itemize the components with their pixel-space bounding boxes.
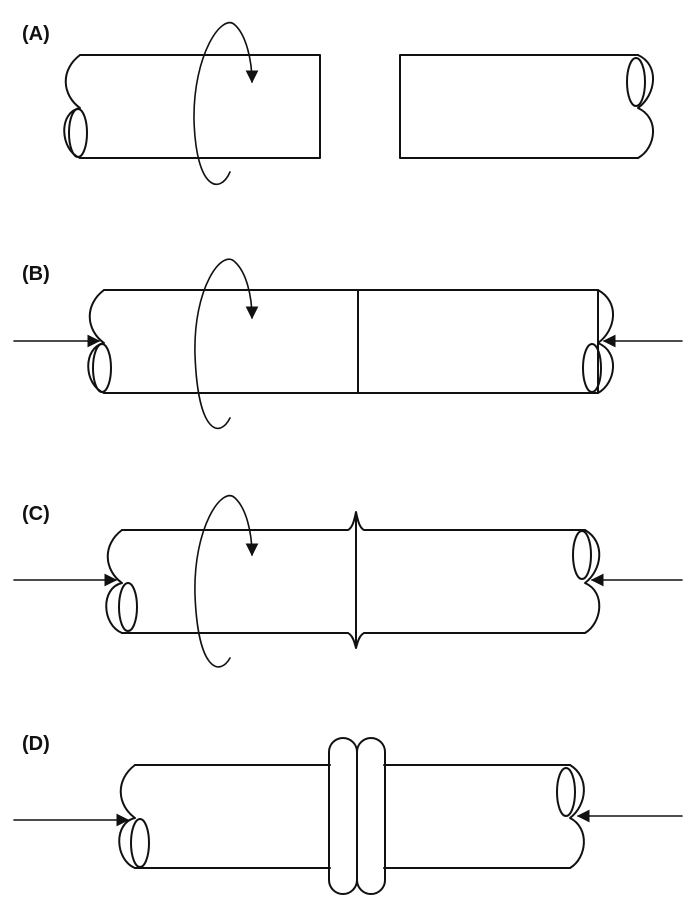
panel-a: (A) — [22, 22, 654, 186]
rod-right-broken-end — [597, 289, 614, 394]
rod-right — [399, 54, 639, 159]
rod-left-broken-end — [118, 764, 136, 869]
panel-label-c: (C) — [22, 503, 50, 525]
rod-right — [357, 289, 599, 394]
rod-right-end-section — [626, 57, 646, 107]
panel-label-b: (B) — [22, 263, 50, 285]
rotation-arrow — [193, 22, 259, 186]
panel-label-d: (D) — [22, 733, 50, 755]
rod-bottom-edge — [121, 632, 586, 649]
rod-left — [134, 764, 331, 869]
rod-left-end-section — [92, 343, 112, 393]
rod-left — [103, 289, 359, 394]
rod-right-broken-end — [569, 764, 585, 869]
rotation-arrow — [194, 258, 259, 430]
rod-right-broken-end — [637, 54, 654, 159]
panel-label-a: (A) — [22, 23, 50, 45]
panel-c: (C) — [13, 495, 683, 668]
weld-flash-left — [328, 737, 358, 895]
rod-left-broken-end — [63, 54, 81, 159]
rod-left-end-section — [68, 108, 88, 158]
panel-b: (B) — [13, 258, 683, 430]
panel-d: (D) — [13, 733, 683, 895]
rod-right-end-section — [572, 530, 592, 580]
rod-left-end-section — [118, 582, 138, 632]
rod-right-end-section — [556, 767, 576, 817]
rotation-arrow — [194, 495, 259, 668]
rod-right-end-section — [582, 343, 602, 393]
rod-left — [79, 54, 321, 159]
rod-right — [383, 764, 571, 869]
rod-left-broken-end — [105, 529, 123, 634]
rod-right-broken-end — [584, 529, 601, 634]
rod-left-broken-end — [87, 289, 105, 394]
weld-flash-right — [356, 737, 386, 895]
rod-left-end-section — [130, 818, 150, 868]
rod-left — [121, 511, 586, 531]
